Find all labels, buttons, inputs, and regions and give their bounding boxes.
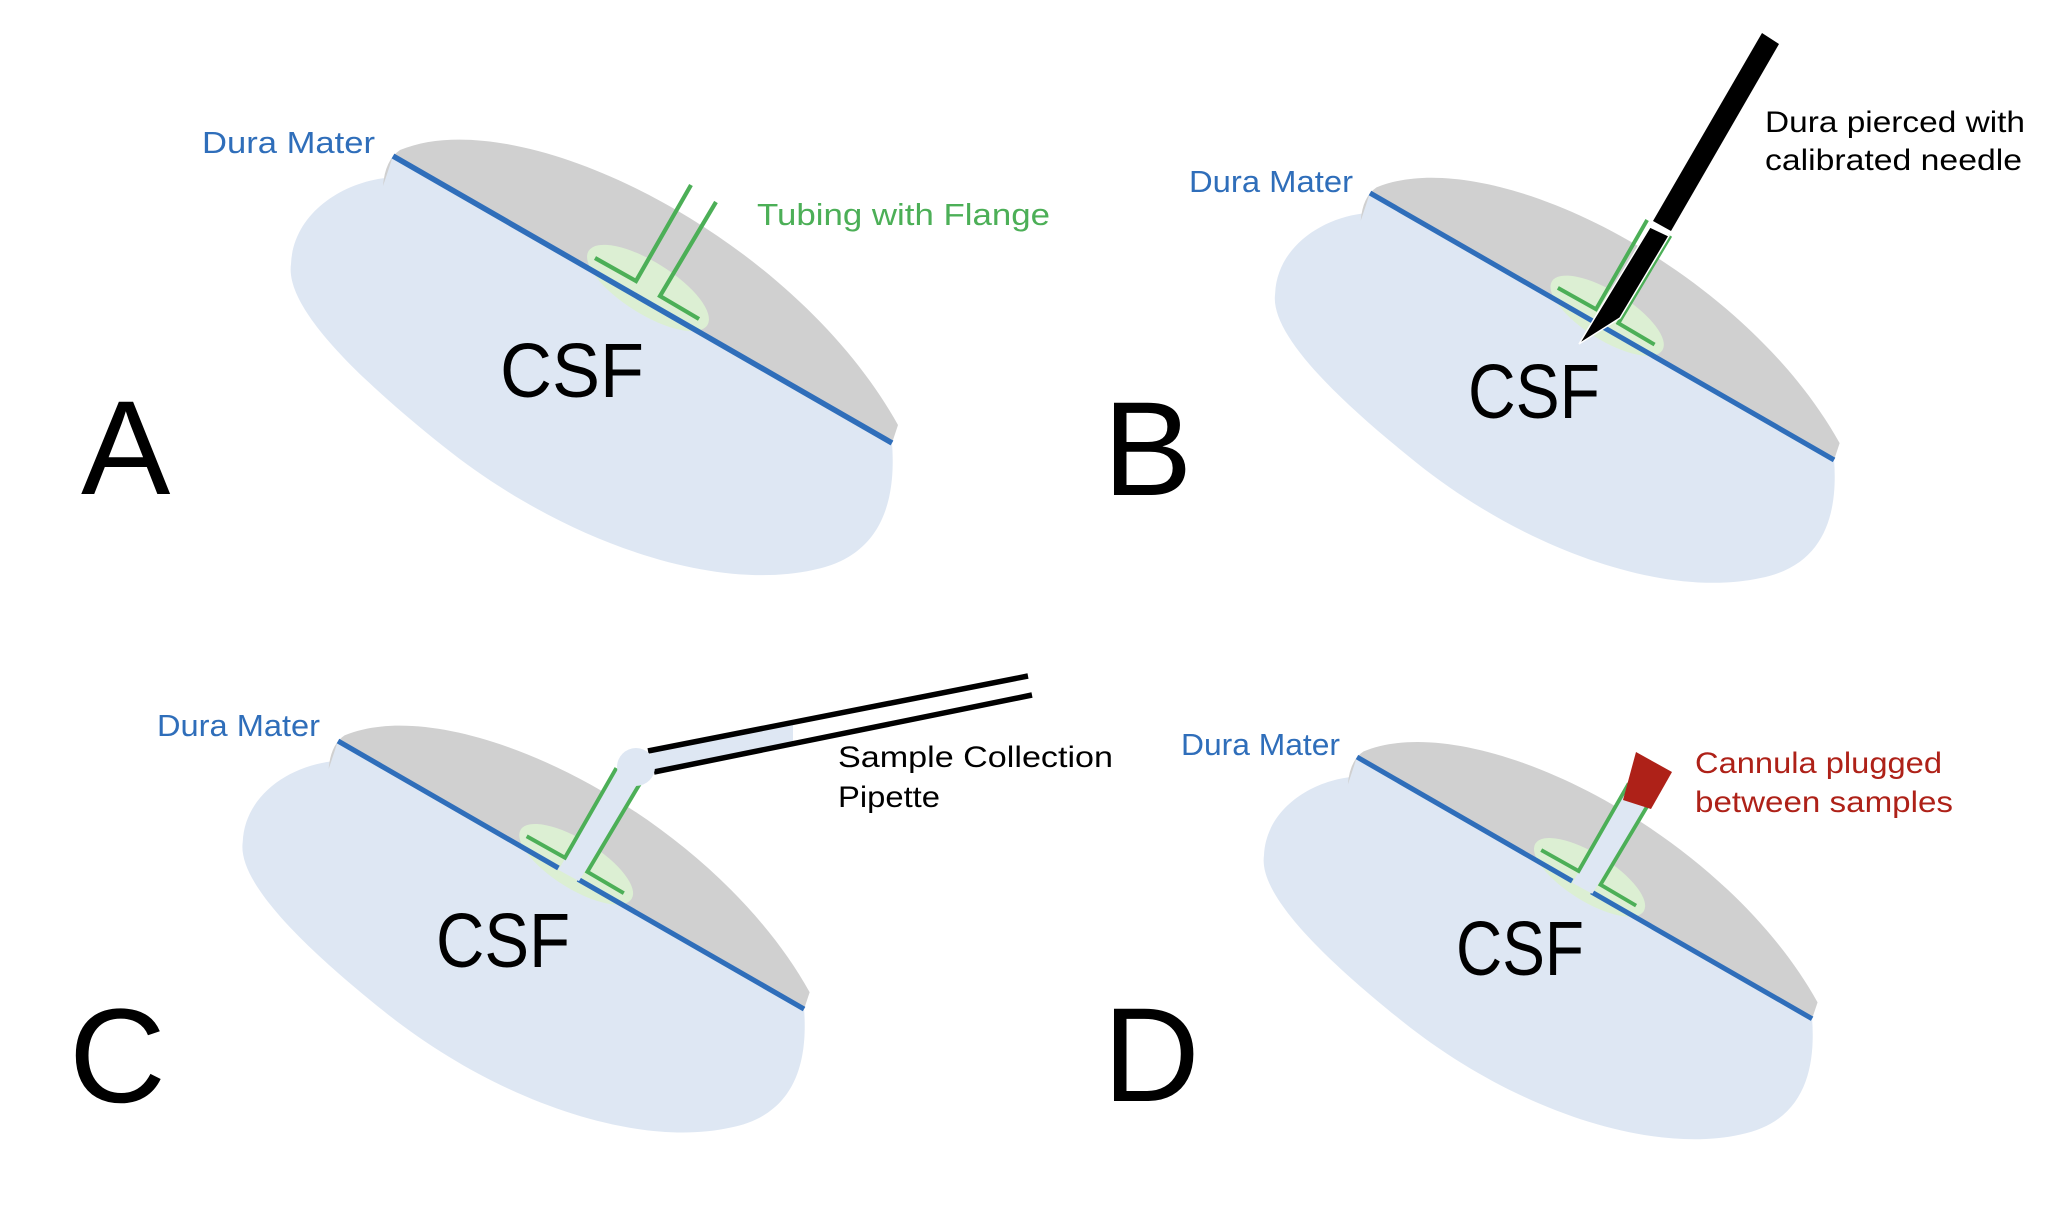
plug-annotation-line-1: Cannula plugged xyxy=(1695,747,1942,780)
csf-label: CSF xyxy=(500,328,644,414)
needle-tip xyxy=(1578,226,1671,345)
tubing-right-wall xyxy=(657,200,718,321)
dura-mater-line-upper xyxy=(1355,754,1574,884)
csf-label: CSF xyxy=(436,898,570,984)
panel-d-anatomy xyxy=(1263,742,1818,1140)
csf-region xyxy=(290,156,893,576)
dura-mater-line-lower xyxy=(576,877,806,1012)
panel-a-anatomy xyxy=(290,139,898,576)
dura-mater-line-lower xyxy=(1590,889,1814,1021)
csf-channel xyxy=(558,769,639,882)
tubing-left-wall xyxy=(1556,218,1649,312)
needle-annotation-line-2: calibrated needle xyxy=(1765,144,2022,177)
panel-d: D CSF Dura Mater Cannula plugged between… xyxy=(1103,727,1953,1140)
sample-collection-pipette xyxy=(617,673,1033,786)
panel-b: B CSF Dura Mater Dura pierced with calib… xyxy=(1103,33,2025,583)
dura-mater-line xyxy=(391,153,894,446)
dura-mater-label: Dura Mater xyxy=(157,708,320,743)
panel-letter: C xyxy=(69,982,166,1131)
csf-label: CSF xyxy=(1468,349,1600,435)
tubing-annotation: Tubing with Flange xyxy=(757,197,1050,232)
dura-mater-label: Dura Mater xyxy=(1181,727,1340,762)
dura-mater-label: Dura Mater xyxy=(202,125,375,160)
panel-letter: B xyxy=(1103,375,1192,524)
csf-region xyxy=(242,741,805,1133)
tubing-right-wall xyxy=(584,782,642,895)
panel-letter: D xyxy=(1103,981,1200,1130)
dura-mater-label: Dura Mater xyxy=(1189,164,1353,199)
plug-annotation-line-2: between samples xyxy=(1695,786,1953,819)
panel-c-anatomy xyxy=(242,725,810,1133)
needle-annotation-line-1: Dura pierced with xyxy=(1765,106,2025,139)
cannula-plug xyxy=(1623,752,1672,809)
flange-zone xyxy=(587,244,709,332)
csf-region xyxy=(1274,193,1835,583)
pipette-wall-top xyxy=(647,673,1029,754)
dura-mater-line-upper xyxy=(336,738,560,871)
tubing-right-wall xyxy=(1597,797,1654,908)
panel-letter: A xyxy=(81,374,171,523)
pipette-joint xyxy=(617,748,655,786)
tubing-left-wall xyxy=(593,183,693,284)
csf-region xyxy=(1263,757,1813,1140)
tubing-left-wall xyxy=(525,767,619,861)
panel-c: C CSF Dura Mater Sample Collection Pipet… xyxy=(69,673,1113,1133)
csf-label: CSF xyxy=(1456,906,1584,992)
calibrated-needle xyxy=(1578,33,1779,345)
pipette-fluid xyxy=(650,722,793,772)
needle-shaft xyxy=(1653,33,1779,231)
tubing-right-wall xyxy=(1615,234,1673,347)
pipette-annotation-line-2: Pipette xyxy=(838,781,940,814)
panel-a: A CSF Dura Mater Tubing with Flange xyxy=(81,125,1050,576)
pipette-annotation-line-1: Sample Collection xyxy=(838,741,1113,774)
pipette-wall-bottom xyxy=(653,692,1033,775)
tubing-left-wall xyxy=(1540,782,1631,874)
csf-channel xyxy=(1572,785,1651,894)
